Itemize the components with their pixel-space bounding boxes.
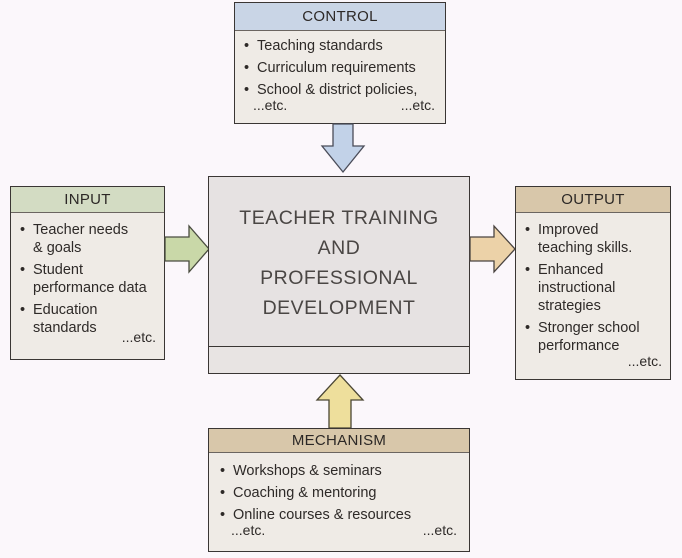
list-item: Curriculum requirements [241, 59, 445, 77]
mechanism-list: Workshops & seminars Coaching & mentorin… [217, 462, 469, 524]
etc-label: ...etc. [231, 522, 266, 538]
input-box: INPUT Teacher needs& goals Studentperfor… [10, 186, 165, 360]
input-list: Teacher needs& goals Studentperformance … [17, 221, 164, 337]
mechanism-header: MECHANISM [209, 429, 469, 453]
mechanism-box: MECHANISM Workshops & seminars Coaching … [208, 428, 470, 552]
arrow-up-icon [315, 374, 365, 429]
control-title: CONTROL [302, 8, 378, 25]
input-title: INPUT [64, 191, 111, 208]
list-item: Workshops & seminars [217, 462, 469, 480]
output-header: OUTPUT [516, 187, 670, 213]
etc-label: ...etc. [627, 353, 662, 369]
list-item: School & district policies, [241, 81, 445, 99]
list-item: Online courses & resources [217, 506, 469, 524]
arrow-down-icon [320, 123, 366, 174]
input-header: INPUT [11, 187, 164, 213]
control-list: Teaching standards Curriculum requiremen… [241, 37, 445, 99]
mechanism-etc-row: ...etc. ...etc. [209, 522, 469, 540]
mechanism-title: MECHANISM [291, 432, 387, 449]
arrow-right-icon [469, 224, 516, 274]
arrow-right-icon [164, 224, 210, 274]
etc-label: ...etc. [253, 97, 288, 113]
output-title: OUTPUT [561, 191, 625, 208]
list-item: Teacher needs& goals [17, 221, 164, 257]
process-box: TEACHER TRAINING AND PROFESSIONAL DEVELO… [208, 176, 470, 374]
etc-label: ...etc. [400, 97, 435, 113]
process-title: TEACHER TRAINING AND PROFESSIONAL DEVELO… [239, 207, 439, 319]
list-item: Coaching & mentoring [217, 484, 469, 502]
control-etc-row: ...etc. ...etc. [235, 97, 445, 115]
etc-label: ...etc. [121, 329, 156, 345]
etc-label: ...etc. [422, 522, 457, 538]
control-box: CONTROL Teaching standards Curriculum re… [234, 2, 446, 124]
process-bottom-band [209, 346, 469, 373]
control-header: CONTROL [235, 3, 445, 31]
list-item: Teaching standards [241, 37, 445, 55]
